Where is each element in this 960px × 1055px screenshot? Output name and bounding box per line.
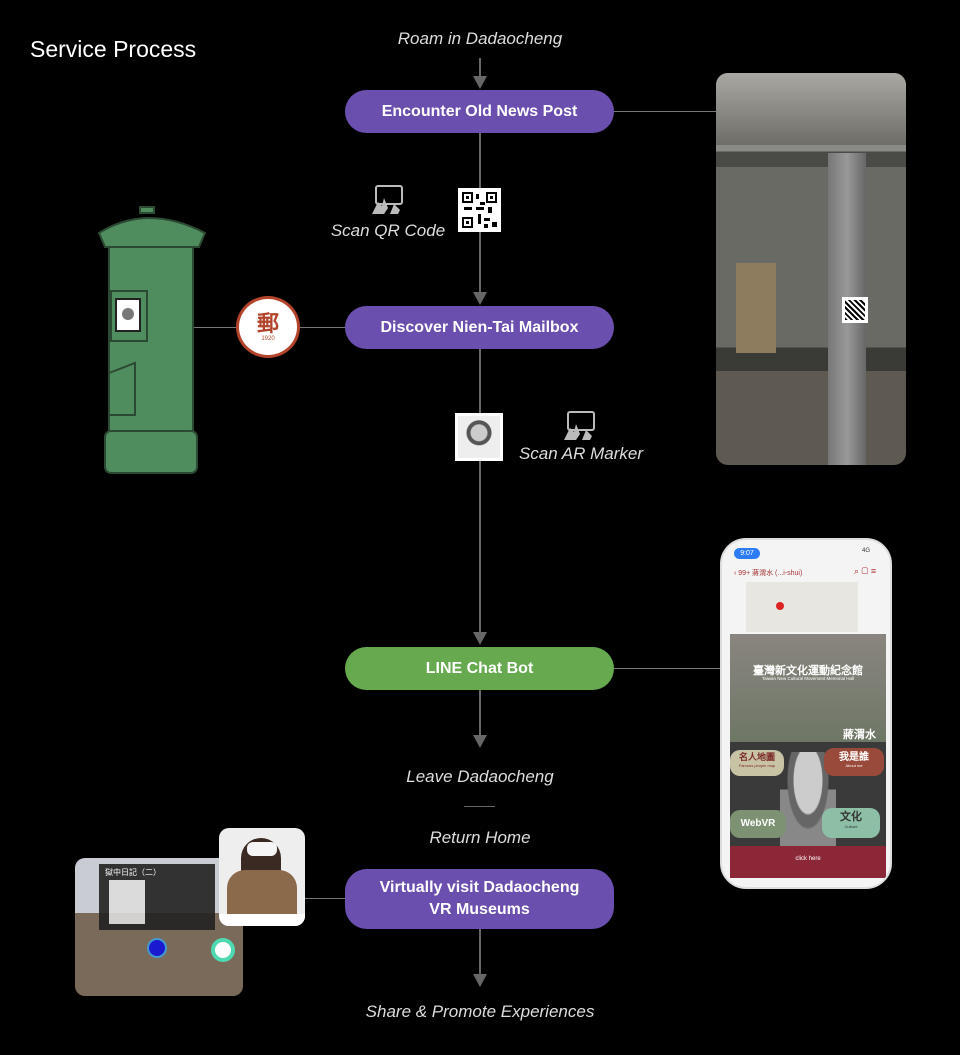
click-here-button[interactable]: click here [730,846,886,878]
arrow-icon [473,76,487,89]
step-discover-mailbox: Discover Nien-Tai Mailbox [345,306,614,349]
old-news-post-photo [716,73,906,465]
banner-subtitle: Taiwan New Cultural Movement Memorial Ha… [761,676,855,681]
step-line-chat-bot: LINE Chat Bot [345,647,614,690]
qr-code-icon [458,188,501,232]
back-count[interactable]: 99+ [738,570,751,577]
step-virtual-visit: Virtually visit Dadaocheng VR Museums [345,869,614,929]
step-encounter-old-news-post: Encounter Old News Post [345,90,614,133]
click-here-label: click here [795,856,821,862]
ar-marker-portrait [455,413,503,461]
arrow-icon [473,292,487,305]
step-leave: Leave Dadaocheng [406,767,554,786]
menu-icons[interactable]: ⌕ ▢ ≡ [854,566,877,576]
page-title: Service Process [30,36,197,62]
mailbox-illustration [97,206,207,474]
vr-line-2: VR Museums [429,901,530,918]
hand-tap-icon [372,185,403,214]
menu-webvr[interactable]: WebVR [730,810,786,838]
qr-code-on-post [842,297,868,323]
divider [464,806,495,807]
step-scan-qr: Scan QR Code [330,221,446,240]
chat-name: 蔣渭水 (...i-shui) [752,570,803,577]
phone-mockup: 9:07 4G ‹ 99+ 蔣渭水 (...i-shui) ⌕ ▢ ≡ 臺灣新文… [720,538,892,889]
banner-title: 臺灣新文化運動紀念館 [753,665,863,677]
step-scan-ar: Scan AR Marker [518,444,644,463]
hand-tap-icon [564,411,595,440]
map-preview[interactable] [746,582,858,632]
vr-pointer-icon [147,938,167,958]
status-signal: 4G [862,548,871,554]
arrow-icon [473,632,487,645]
status-time: 9:07 [734,548,760,559]
step-share: Share & Promote Experiences [365,1002,595,1021]
vr-button-icon [211,938,235,962]
chat-header: ‹ 99+ 蔣渭水 (...i-shui) [734,570,803,577]
museum-banner[interactable]: 臺灣新文化運動紀念館 Taiwan New Cultural Movement … [730,634,886,742]
connector [479,690,481,736]
step-roam: Roam in Dadaocheng [397,29,563,48]
nien-tai-logo: 郵 1920 [236,296,300,358]
connector [479,349,481,633]
step-return-home: Return Home [429,828,531,847]
vr-line-1: Virtually visit Dadaocheng [379,879,580,896]
logo-year: 1920 [261,336,275,342]
arrow-icon [473,974,487,987]
person-name: 蔣渭水 [843,729,876,741]
vr-panel-title: 獄中日記（二） [105,868,161,877]
connector [479,929,481,975]
vr-museum-screenshot: 獄中日記（二） [75,858,243,996]
vr-user-photo [219,828,305,926]
arrow-icon [473,735,487,748]
connector [479,58,481,80]
